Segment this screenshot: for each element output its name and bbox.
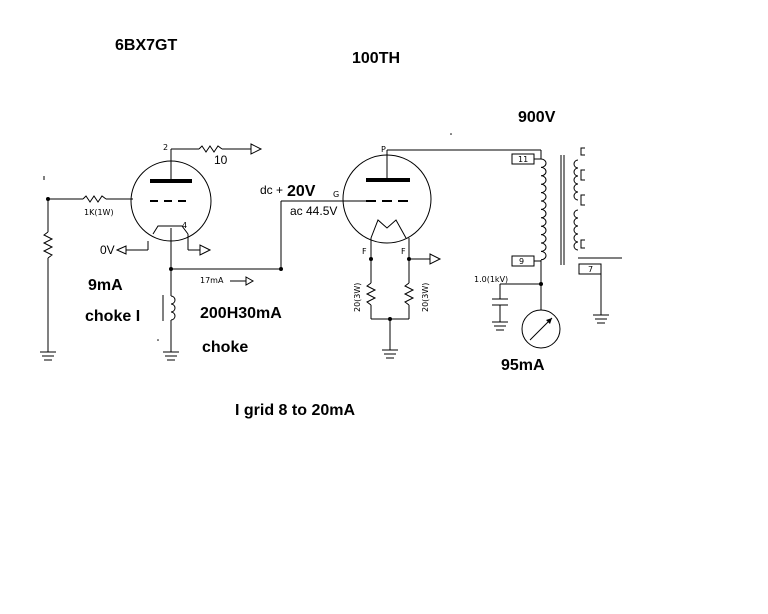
choke-i-label: choke I <box>85 308 140 325</box>
choke-label: choke <box>202 339 248 356</box>
zero-volt-label: 0V <box>100 243 115 257</box>
input-grid-resistor <box>40 176 56 361</box>
grid-stopper-label: 1K(1W) <box>84 208 114 217</box>
terminal-9-label: 9 <box>519 257 524 266</box>
choke-inductor <box>162 269 179 361</box>
tube2-100th <box>342 154 432 244</box>
filament1-label: F <box>362 247 367 256</box>
output-transformer: 11 9 7 <box>511 147 622 324</box>
filament-resistor-a-label: 20(3W) <box>353 283 362 312</box>
current-95ma-label: 95mA <box>501 357 545 374</box>
grid-current-label: I grid 8 to 20mA <box>235 402 355 419</box>
dc-prefix-label: dc + <box>260 183 283 197</box>
tube2-label: 100TH <box>352 50 400 67</box>
bias-voltage-label: 20V <box>287 183 316 200</box>
pin2-label: 2 <box>163 143 168 152</box>
ac-voltage-label: ac 44.5V <box>290 204 337 218</box>
grid-g-label: G <box>333 190 339 199</box>
current-17ma-label: 17mA <box>200 276 224 285</box>
tube1-label: 6BX7GT <box>115 37 177 54</box>
hv-label: 900V <box>518 109 556 126</box>
plate-resistor-label: 10 <box>214 153 228 167</box>
bypass-capacitor-label: 1.0(1kV) <box>474 275 508 284</box>
filament-resistor-b-label: 20(3W) <box>421 283 430 312</box>
plate-p-label: P <box>381 145 386 154</box>
pin4-label: 4 <box>182 221 187 230</box>
ammeter-symbol <box>521 309 561 349</box>
filament2-label: F <box>401 247 406 256</box>
current-9ma-label: 9mA <box>88 277 123 294</box>
choke-spec-label: 200H30mA <box>200 305 282 322</box>
terminal-11-label: 11 <box>518 155 528 164</box>
terminal-7-label: 7 <box>588 265 593 274</box>
